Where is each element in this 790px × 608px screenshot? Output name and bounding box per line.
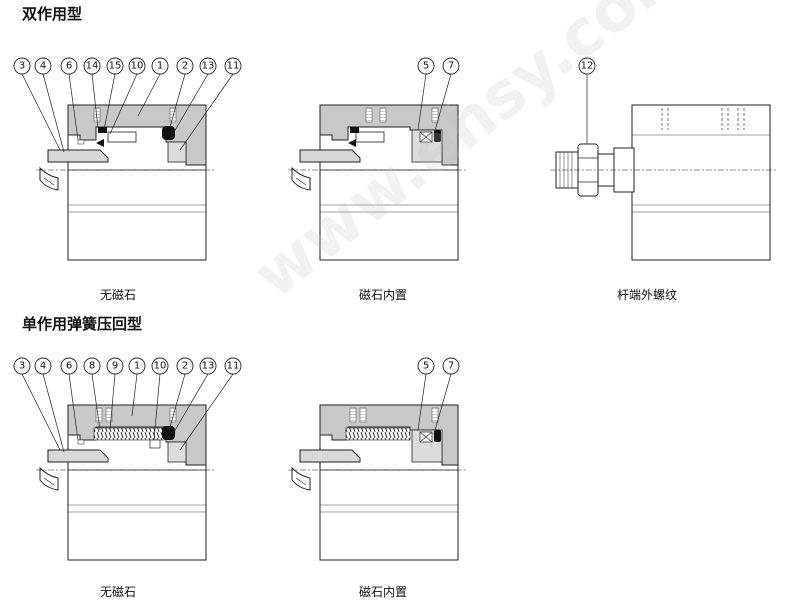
diagram-single-no-magnet: [21, 373, 234, 561]
callout-label: 7: [448, 361, 454, 372]
callout-d1-7: 2: [176, 57, 194, 75]
callouts-d3: 12: [578, 57, 596, 75]
diagram-double-magnet: [288, 73, 466, 261]
callout-d4-6: 10: [151, 357, 169, 375]
callout-d4-3: 8: [83, 357, 101, 375]
callouts-d1: 3 4 6 14 15 10 1 2 13 11: [13, 57, 242, 75]
diagram-double-no-magnet: [21, 73, 234, 261]
caption-d5: 磁石内置: [358, 585, 408, 599]
title-single-acting: 单作用弹簧压回型: [22, 315, 143, 333]
callout-label: 7: [448, 61, 454, 72]
diagram-rod-end-thread: [550, 74, 776, 261]
callouts-d5: 5 7: [417, 357, 460, 375]
callout-label: 12: [581, 61, 594, 72]
callout-d5-1: 7: [442, 357, 460, 375]
callout-d1-5: 10: [128, 57, 146, 75]
callout-d1-8: 13: [199, 57, 217, 75]
piston-seal: [162, 126, 175, 140]
callout-d4-9: 11: [224, 357, 242, 375]
callout-label: 2: [182, 61, 188, 72]
callout-d1-2: 6: [60, 57, 78, 75]
callout-label: 1: [134, 361, 140, 372]
callout-label: 9: [112, 361, 118, 372]
callout-label: 3: [19, 361, 25, 372]
rod-seal: [98, 127, 107, 133]
callout-label: 15: [109, 61, 122, 72]
piston-rod-section: [47, 149, 109, 163]
callout-label: 8: [89, 361, 95, 372]
callout-d4-5: 1: [128, 357, 146, 375]
callout-d4-4: 9: [106, 357, 124, 375]
callout-label: 10: [131, 61, 144, 72]
callout-label: 11: [227, 361, 240, 372]
caption-d3: 杆端外螺纹: [616, 288, 678, 302]
caption-d4: 无磁石: [99, 585, 137, 599]
callout-label: 14: [86, 61, 99, 72]
callout-label: 3: [19, 61, 25, 72]
callout-d2-0: 5: [417, 57, 435, 75]
callout-d4-7: 2: [176, 357, 194, 375]
callout-label: 1: [157, 61, 163, 72]
diagram-single-magnet: [288, 373, 466, 561]
callout-d4-8: 13: [199, 357, 217, 375]
callout-d1-4: 15: [106, 57, 124, 75]
callout-d1-6: 1: [151, 57, 169, 75]
callout-label: 5: [423, 361, 429, 372]
callout-label: 13: [202, 61, 215, 72]
callout-label: 2: [182, 361, 188, 372]
piston-section: [107, 131, 137, 143]
callouts-d2: 5 7: [417, 57, 460, 75]
callout-label: 4: [40, 361, 46, 372]
callouts-d4: 3 4 6 8 9 1 10 2 13 11: [13, 357, 242, 375]
callout-d1-3: 14: [83, 57, 101, 75]
callout-label: 6: [66, 61, 72, 72]
callout-d5-0: 5: [417, 357, 435, 375]
callout-label: 5: [423, 61, 429, 72]
callout-d1-0: 3: [13, 57, 31, 75]
callout-label: 10: [154, 361, 167, 372]
callout-d1-9: 11: [224, 57, 242, 75]
callout-label: 13: [202, 361, 215, 372]
callout-label: 4: [40, 61, 46, 72]
return-spring: [93, 427, 165, 441]
callout-label: 11: [227, 61, 240, 72]
title-double-acting: 双作用型: [22, 5, 83, 23]
callout-d1-1: 4: [34, 57, 52, 75]
callout-d4-1: 4: [34, 357, 52, 375]
caption-d2: 磁石内置: [358, 288, 408, 302]
caption-d1: 无磁石: [99, 288, 137, 302]
callout-d4-2: 6: [60, 357, 78, 375]
callout-d2-1: 7: [442, 57, 460, 75]
callout-d4-0: 3: [13, 357, 31, 375]
callout-label: 6: [66, 361, 72, 372]
callout-d3-0: 12: [578, 57, 596, 75]
